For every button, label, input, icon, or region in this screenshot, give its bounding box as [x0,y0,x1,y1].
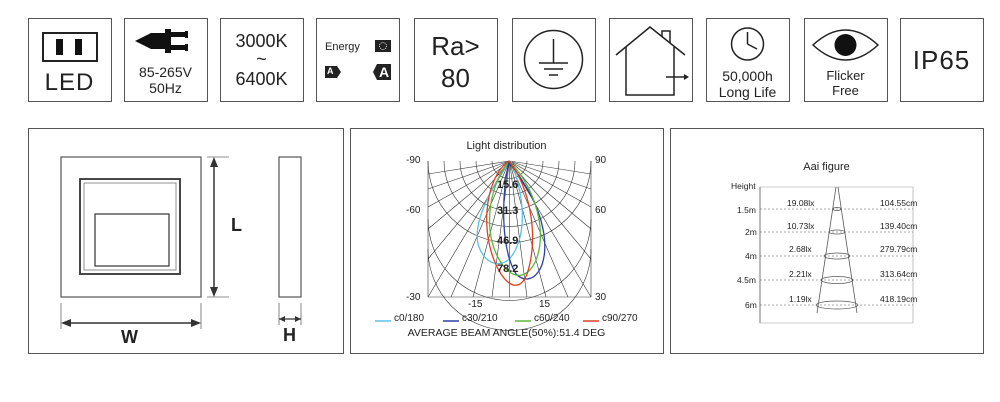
ip-rating-label: IP65 [912,45,971,75]
angle-label: 15 [539,299,551,310]
house-icon [615,26,689,96]
curve-c60-240 [488,160,541,276]
legend-item: c30/210 [462,313,498,324]
angle-label: -15 [468,299,483,310]
length-label: L [231,215,242,235]
ip-rating-box: IP65 [900,18,984,102]
angle-label: -30 [406,292,421,303]
aai-title: Aai figure [803,161,850,173]
dimension-drawing [60,156,302,329]
voltage-icon-box: 85-265V 50Hz [124,18,208,102]
aai-row-lux: 1.19lx [789,294,812,304]
led-icon-box: LED [28,18,112,102]
aai-row-diameter: 279.79cm [880,244,918,254]
led-label: LED [44,69,95,96]
ring-value: 46.9 [497,235,519,247]
aai-row-height: 6m [745,300,757,310]
energy-grade-large: A [379,64,390,80]
led-chip-icon [42,32,98,62]
beam-angle-text: AVERAGE BEAM ANGLE(50%):51.4 DEG [407,327,606,339]
clock-icon [730,27,765,61]
dimension-panel: L W H [28,128,344,354]
lifespan-icon-box: 50,000h Long Life [706,18,790,102]
lifespan-label: Long Life [718,84,777,100]
flicker-line1: Flicker [826,68,865,83]
height-label: H [283,325,296,345]
aai-row-lux: 10.73lx [787,221,815,231]
energy-label-box: Energy A A [316,18,400,102]
aai-row-diameter: 104.55cm [880,198,918,208]
plug-icon [135,29,188,53]
aai-row-height: 1.5m [737,205,756,215]
curve-c30-210 [503,160,546,280]
flicker-line2: Free [832,83,859,98]
legend-item: c90/270 [602,313,638,324]
legend-swatch [515,320,531,322]
ground-icon-box [512,18,596,102]
legend-item: c60/240 [534,313,570,324]
ra-value: 80 [441,63,470,93]
angle-label: -90 [406,155,421,166]
legend-item: c0/180 [394,313,425,324]
voltage-range: 85-265V [139,64,192,80]
aai-cone-diagram [759,186,914,324]
aai-row-height: 4.5m [737,275,756,285]
ra-label: Ra> [431,31,480,61]
cct-max: 6400K [235,69,288,89]
aai-row-height: 4m [745,251,757,261]
width-label: W [121,327,138,347]
angle-label: 30 [595,292,607,303]
aai-figure-panel: Aai figure Height 1.5m 19.08lx 104.55cm … [670,128,984,354]
legend-swatch [443,320,459,322]
aai-row-height: 2m [745,227,757,237]
legend-swatch [583,320,599,322]
aai-row-lux: 2.68lx [789,244,812,254]
polar-diagram [427,160,592,331]
flicker-icon-box: Flicker Free [804,18,888,102]
angle-label: 60 [595,205,607,216]
ra-icon-box: Ra> 80 [414,18,498,102]
cct-icon-box: 3000K ~ 6400K [220,18,304,102]
aai-height-label: Height [731,181,756,191]
ground-icon [523,29,584,90]
eye-icon [811,29,880,61]
eu-flag-icon [325,40,391,80]
cct-min: 3000K [235,31,288,51]
legend: c0/180 c30/210 c60/240 c90/270 [373,313,663,327]
aai-row-lux: 19.08lx [787,198,815,208]
distribution-curves [476,160,546,286]
aai-row-lux: 2.21lx [789,269,812,279]
light-distribution-title: Light distribution [466,140,547,152]
aai-row-diameter: 313.64cm [880,269,918,279]
energy-grade-small: A [327,66,334,76]
curve-c90-270 [486,160,534,286]
lifespan-hours: 50,000h [722,68,773,84]
ring-value: 31.3 [497,205,519,217]
voltage-frequency: 50Hz [149,80,182,96]
energy-title: Energy [325,41,360,53]
energy-arrow-icon [373,64,391,80]
angle-label: 90 [595,155,607,166]
aai-row-diameter: 139.40cm [880,221,918,231]
indoor-icon-box [609,18,693,102]
energy-arrow-icon [325,66,341,78]
angle-label: -60 [406,205,421,216]
legend-swatch [375,320,391,322]
ring-value: 78.2 [497,263,519,275]
aai-row-diameter: 418.19cm [880,294,918,304]
ring-value: 15.6 [497,179,519,191]
cct-tilde: ~ [256,49,267,69]
light-distribution-panel: Light distribution [350,128,664,354]
